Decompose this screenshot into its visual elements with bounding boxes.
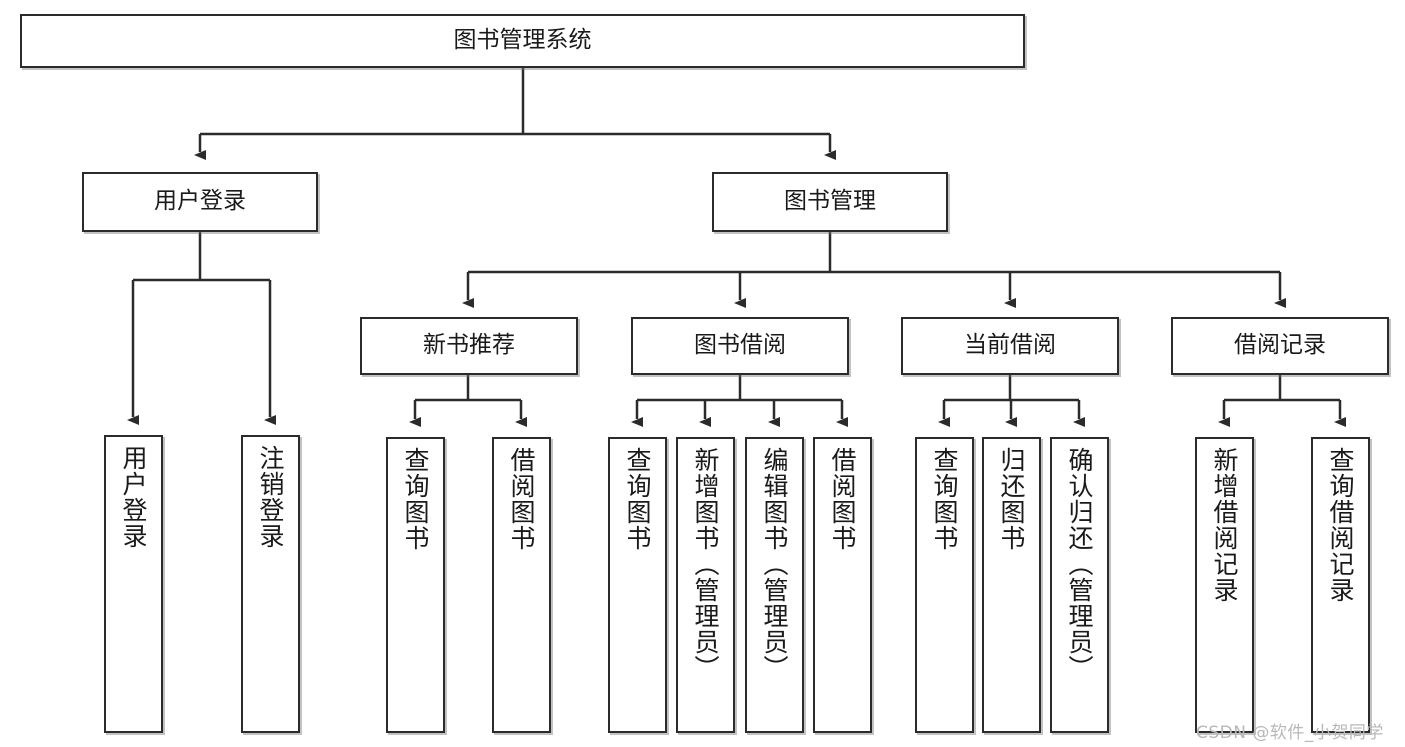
leaf-borrow-book-1-label: 借阅图书 [507, 447, 536, 551]
leaf-borrow-book-1[interactable]: 借阅图书 [492, 437, 551, 733]
leaf-add-book[interactable]: 新增图书（管理员） [676, 437, 735, 733]
node-root[interactable]: 图书管理系统 [20, 14, 1025, 68]
node-user-login-label: 用户登录 [154, 188, 246, 215]
node-book-borrow-label: 图书借阅 [694, 332, 786, 359]
leaf-return-book-label: 归还图书 [997, 447, 1026, 551]
node-user-login[interactable]: 用户登录 [82, 172, 318, 232]
leaf-edit-book[interactable]: 编辑图书（管理员） [745, 437, 804, 733]
leaf-query-record[interactable]: 查询借阅记录 [1311, 437, 1370, 733]
leaf-borrow-book-2-label: 借阅图书 [828, 447, 857, 551]
node-new-book-rec[interactable]: 新书推荐 [360, 317, 578, 375]
node-current-borrow[interactable]: 当前借阅 [901, 317, 1119, 375]
node-new-book-rec-label: 新书推荐 [423, 332, 515, 359]
leaf-query-book-2-label: 查询图书 [623, 447, 652, 551]
csdn-watermark: CSDN @软件_小贺同学 [1196, 723, 1384, 743]
leaf-query-book-3[interactable]: 查询图书 [915, 437, 974, 733]
leaf-query-book-1[interactable]: 查询图书 [386, 437, 445, 733]
node-book-manage[interactable]: 图书管理 [712, 172, 948, 232]
leaf-confirm-return[interactable]: 确认归还（管理员） [1050, 437, 1109, 733]
leaf-edit-book-label: 编辑图书（管理员） [760, 447, 789, 681]
leaf-borrow-book-2[interactable]: 借阅图书 [813, 437, 872, 733]
leaf-add-record-label: 新增借阅记录 [1210, 447, 1239, 603]
node-root-label: 图书管理系统 [453, 27, 592, 54]
leaf-logout-label: 注销登录 [256, 445, 285, 549]
node-book-manage-label: 图书管理 [784, 188, 876, 215]
leaf-add-book-label: 新增图书（管理员） [691, 447, 720, 681]
leaf-return-book[interactable]: 归还图书 [982, 437, 1041, 733]
leaf-query-book-3-label: 查询图书 [930, 447, 959, 551]
leaf-user-login-label: 用户登录 [119, 445, 148, 549]
node-current-borrow-label: 当前借阅 [964, 332, 1056, 359]
leaf-query-book-2[interactable]: 查询图书 [608, 437, 667, 733]
leaf-logout[interactable]: 注销登录 [241, 435, 300, 733]
leaf-query-book-1-label: 查询图书 [401, 447, 430, 551]
node-borrow-record-label: 借阅记录 [1234, 332, 1326, 359]
leaf-user-login[interactable]: 用户登录 [104, 435, 163, 733]
leaf-add-record[interactable]: 新增借阅记录 [1195, 437, 1254, 733]
node-book-borrow[interactable]: 图书借阅 [631, 317, 849, 375]
leaf-query-record-label: 查询借阅记录 [1326, 447, 1355, 603]
node-borrow-record[interactable]: 借阅记录 [1171, 317, 1389, 375]
leaf-confirm-return-label: 确认归还（管理员） [1065, 447, 1094, 681]
